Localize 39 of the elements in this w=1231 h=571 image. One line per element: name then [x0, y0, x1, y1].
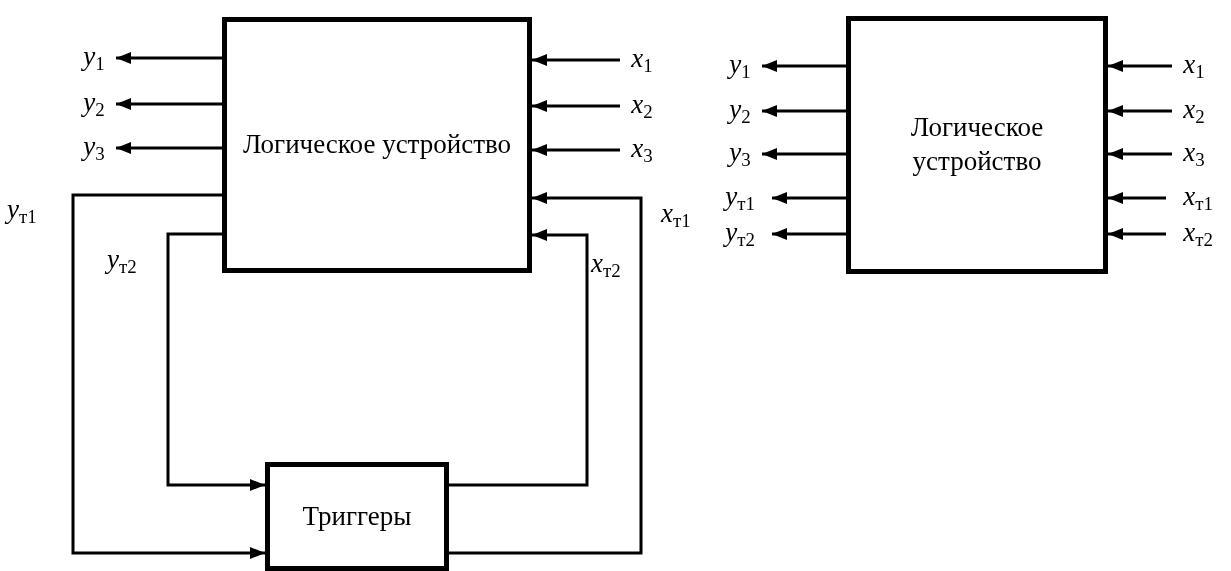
- arrow: [449, 192, 643, 555]
- arrow: [772, 228, 846, 240]
- arrow: [1108, 148, 1172, 160]
- arrow: [116, 142, 222, 154]
- arrow: [449, 229, 589, 487]
- arrow: [1108, 192, 1166, 204]
- block-label: Триггеры: [302, 499, 412, 533]
- signal-label: y$_{1}$: [83, 42, 105, 74]
- signal-label: x$_{т1}$: [1183, 182, 1213, 214]
- signal-label: y$_{1}$: [729, 50, 751, 82]
- signal-label: y$_{т1}$: [725, 182, 755, 214]
- arrow: [1108, 60, 1172, 72]
- block-label: Логическое устройство: [242, 128, 512, 162]
- block-label: Логическое устройство: [909, 111, 1045, 178]
- signal-label: x$_{3}$: [631, 134, 653, 166]
- arrow: [762, 105, 846, 117]
- signal-label: x$_{3}$: [1183, 138, 1205, 170]
- signal-label: y$_{3}$: [729, 138, 751, 170]
- signal-label: x$_{т2}$: [1183, 218, 1213, 250]
- arrow: [116, 98, 222, 110]
- signal-label: x$_{2}$: [1183, 95, 1205, 127]
- arrow: [71, 193, 265, 559]
- arrow: [1108, 228, 1166, 240]
- signal-label: x$_{2}$: [631, 90, 653, 122]
- arrow: [762, 60, 846, 72]
- arrow: [772, 192, 846, 204]
- arrow: [762, 148, 846, 160]
- arrow: [532, 54, 620, 66]
- signal-label: y$_{2}$: [83, 88, 105, 120]
- signal-label: y$_{2}$: [729, 95, 751, 127]
- signal-label: y$_{3}$: [83, 132, 105, 164]
- arrow: [116, 52, 222, 64]
- signal-label: x$_{1}$: [1183, 50, 1205, 82]
- arrow: [1108, 105, 1172, 117]
- arrow: [532, 144, 620, 156]
- signal-label: x$_{1}$: [631, 44, 653, 76]
- arrow: [532, 100, 620, 112]
- signal-label: y$_{т2}$: [725, 218, 755, 250]
- arrow: [166, 232, 265, 491]
